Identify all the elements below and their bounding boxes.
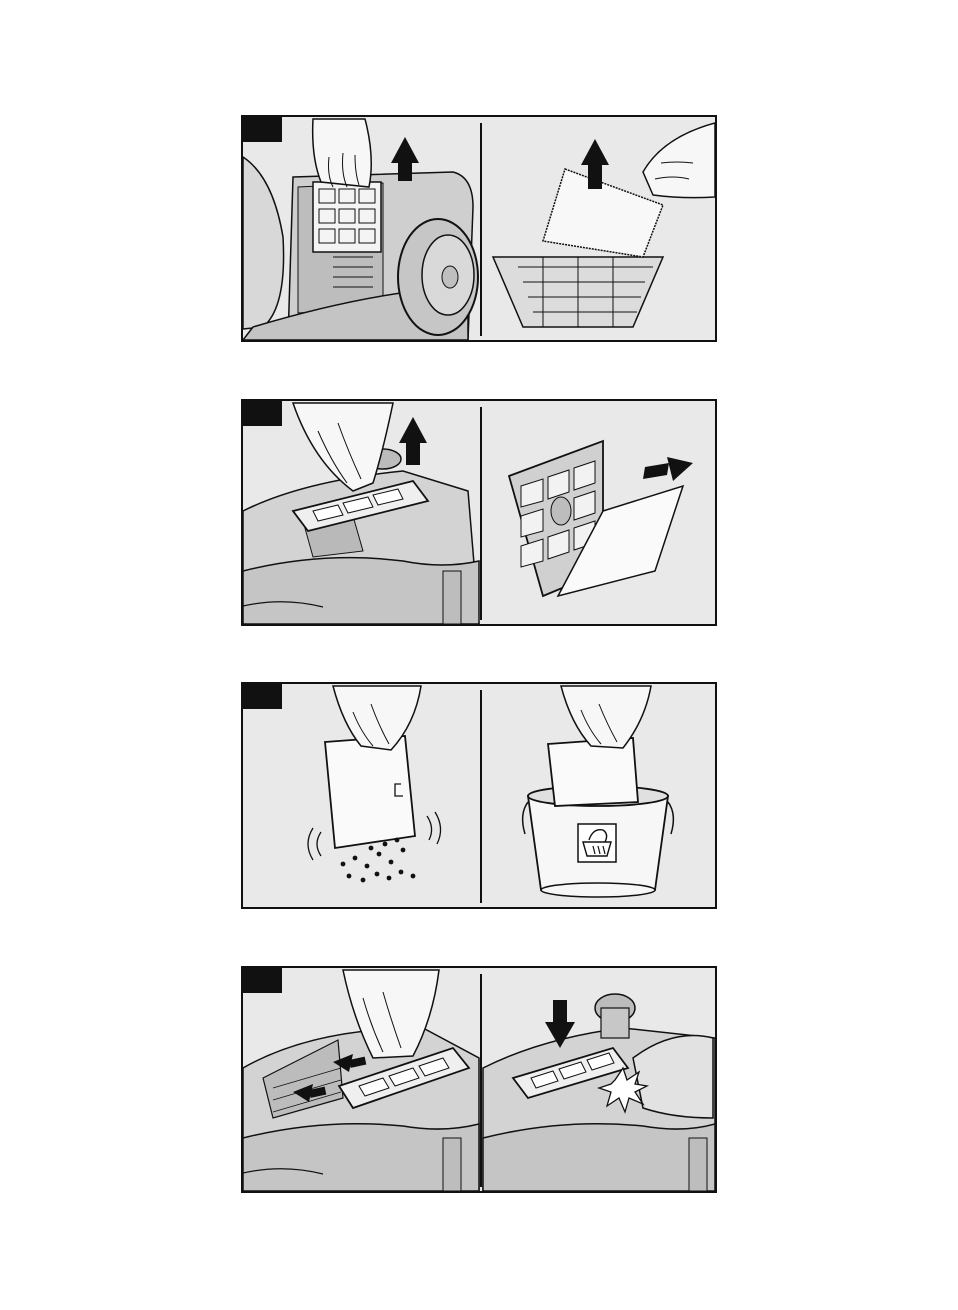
filter-frame-icon [493,257,663,327]
filter-sheet-icon [325,736,415,848]
panel-divider [480,123,482,336]
hand-wash-symbol-icon [578,824,616,862]
illustration-remove-filter-cassette [243,117,715,340]
filter-sheet-icon [548,738,638,806]
step-number-tab [243,968,282,993]
panel-divider [480,407,482,620]
figure-panel-4 [241,966,717,1193]
vacuum-body-icon [483,994,715,1191]
step-number-tab [243,401,282,426]
step-number-tab [243,117,282,142]
figure-panel-3 [241,682,717,909]
illustration-shake-and-wash-filter [243,684,715,907]
panel-divider [480,690,482,903]
hand-icon [313,119,372,187]
panel-divider [480,974,482,1187]
filter-sheet-icon [543,169,663,257]
illustration-lift-hepa-filter [243,401,715,624]
step-number-tab [243,684,282,709]
arrow-up-icon [399,417,427,465]
arrow-right-icon [643,457,693,481]
illustration-reinsert-hepa-filter [243,968,715,1191]
figure-panel-1 [241,115,717,342]
hand-icon [561,686,651,748]
hand-icon [643,123,715,198]
figure-panel-2 [241,399,717,626]
